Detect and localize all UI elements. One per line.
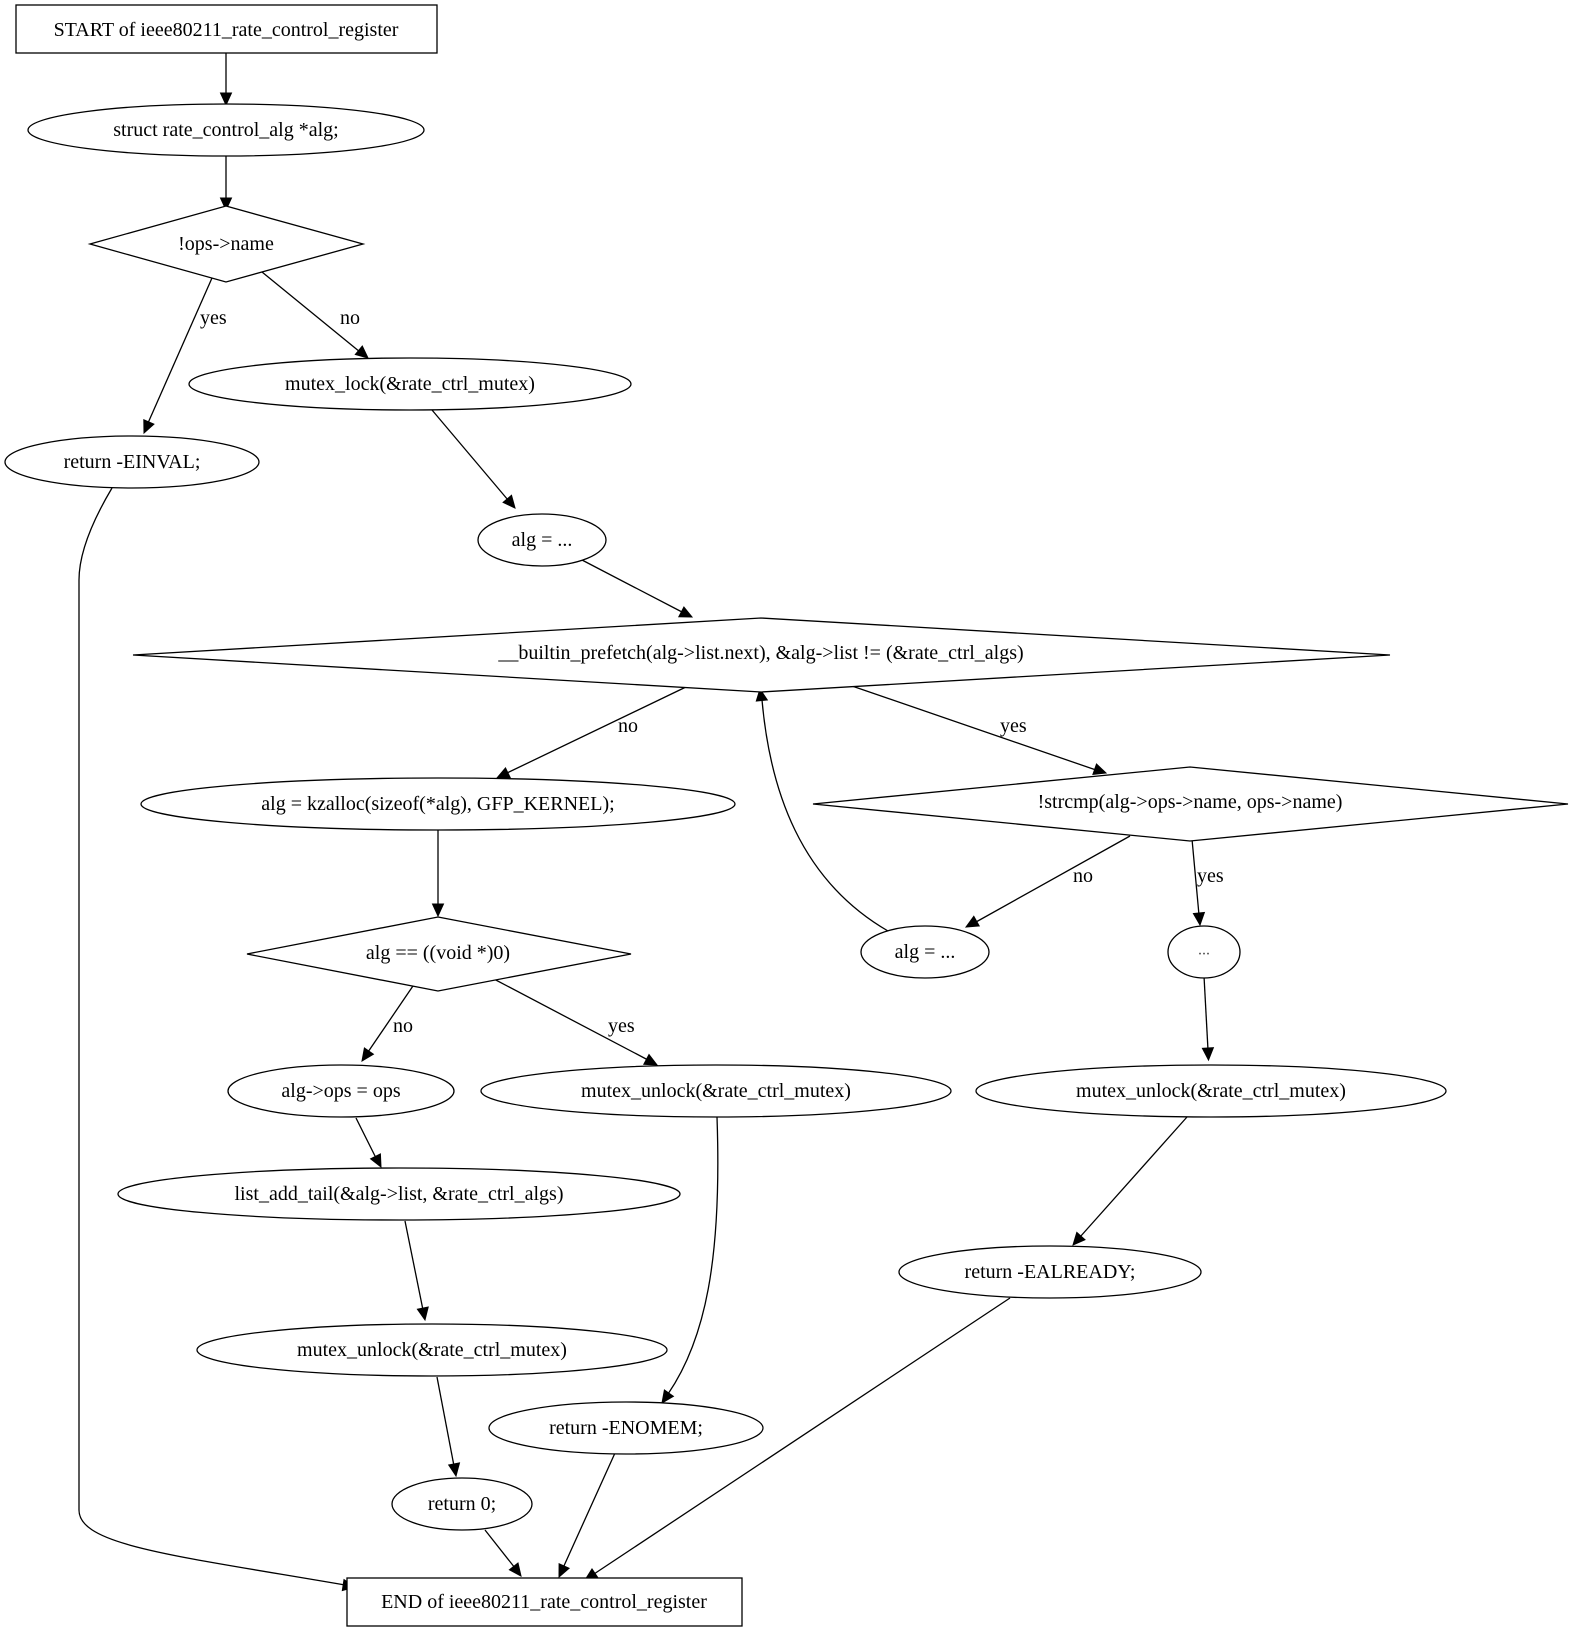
edge-label-check-no: no bbox=[340, 307, 360, 329]
node-alg-init: alg = ... bbox=[477, 513, 607, 567]
node-list-add: list_add_tail(&alg->list, &rate_ctrl_alg… bbox=[117, 1167, 681, 1221]
node-loop-cond-label: __builtin_prefetch(alg->list.next), &alg… bbox=[497, 642, 1023, 664]
arrowhead bbox=[143, 419, 155, 435]
edge-ealready-to-end bbox=[593, 1297, 1011, 1575]
node-mutex-lock-label: mutex_lock(&rate_ctrl_mutex) bbox=[285, 373, 535, 395]
edge-label-null-no: no bbox=[393, 1015, 413, 1037]
node-unlock-ok: mutex_unlock(&rate_ctrl_mutex) bbox=[196, 1323, 668, 1377]
edge-strcmp-no bbox=[975, 835, 1131, 923]
edge-einval-to-end bbox=[78, 487, 346, 1586]
arrowhead bbox=[508, 1562, 522, 1577]
edge-label-loop-yes: yes bbox=[1000, 715, 1027, 737]
edge-loop-no bbox=[506, 685, 689, 774]
node-alg-ops-label: alg->ops = ops bbox=[281, 1080, 400, 1102]
edge-unlock-to-return0 bbox=[436, 1376, 455, 1467]
edge-unlock-to-ealready bbox=[1079, 1116, 1188, 1238]
nodes: START of ieee80211_rate_control_register… bbox=[4, 4, 1569, 1627]
arrowhead bbox=[354, 345, 369, 359]
edge-null-yes bbox=[491, 977, 649, 1061]
node-strcmp-label: !strcmp(alg->ops->name, ops->name) bbox=[1038, 791, 1343, 813]
node-strcmp: !strcmp(alg->ops->name, ops->name) bbox=[812, 766, 1569, 842]
arrowhead bbox=[1092, 763, 1108, 775]
edge-algops-to-listadd bbox=[355, 1117, 377, 1159]
node-return-ealready-label: return -EALREADY; bbox=[965, 1261, 1136, 1283]
arrowhead bbox=[502, 494, 516, 509]
edge-strcmp-yes bbox=[1191, 838, 1200, 916]
node-alg-ops: alg->ops = ops bbox=[227, 1064, 455, 1118]
node-unlock-already-label: mutex_unlock(&rate_ctrl_mutex) bbox=[1076, 1080, 1346, 1102]
node-alg-null-label: alg == ((void *)0) bbox=[366, 942, 510, 964]
node-alg-null: alg == ((void *)0) bbox=[246, 916, 632, 992]
arrowhead bbox=[677, 606, 694, 618]
node-kzalloc: alg = kzalloc(sizeof(*alg), GFP_KERNEL); bbox=[140, 777, 736, 831]
node-list-add-label: list_add_tail(&alg->list, &rate_ctrl_alg… bbox=[235, 1183, 564, 1205]
edges bbox=[78, 53, 1215, 1592]
arrowhead bbox=[1072, 1231, 1086, 1246]
node-check-name-label: !ops->name bbox=[178, 233, 274, 255]
node-mutex-lock: mutex_lock(&rate_ctrl_mutex) bbox=[188, 357, 632, 411]
node-return-ealready: return -EALREADY; bbox=[898, 1245, 1202, 1299]
edge-label-strcmp-yes: yes bbox=[1197, 865, 1224, 887]
arrowhead bbox=[642, 1053, 659, 1066]
arrowhead bbox=[755, 687, 769, 702]
edge-labels: yes no no yes no yes no yes bbox=[200, 307, 1224, 1037]
node-unlock-ok-label: mutex_unlock(&rate_ctrl_mutex) bbox=[297, 1339, 567, 1361]
edge-unlock-to-enomem bbox=[667, 1116, 719, 1395]
node-end-label: END of ieee80211_rate_control_register bbox=[381, 1591, 707, 1613]
arrowhead bbox=[431, 903, 445, 918]
arrowhead bbox=[447, 1462, 461, 1478]
edge-loop-yes bbox=[851, 685, 1097, 771]
node-return-enomem: return -ENOMEM; bbox=[488, 1401, 764, 1455]
arrowhead bbox=[416, 1306, 429, 1322]
edge-algnext-back-to-loop bbox=[761, 699, 889, 932]
node-start: START of ieee80211_rate_control_register bbox=[15, 4, 438, 54]
edge-alginit-to-loop bbox=[581, 559, 683, 613]
arrowhead bbox=[558, 1563, 571, 1579]
edge-null-no bbox=[367, 982, 416, 1053]
node-loop-cond: __builtin_prefetch(alg->list.next), &alg… bbox=[132, 617, 1391, 693]
node-ellipsis: ... bbox=[1167, 925, 1241, 979]
node-return-einval-label: return -EINVAL; bbox=[64, 451, 201, 473]
arrowhead bbox=[661, 1389, 675, 1404]
node-kzalloc-label: alg = kzalloc(sizeof(*alg), GFP_KERNEL); bbox=[261, 793, 614, 815]
node-end: END of ieee80211_rate_control_register bbox=[346, 1577, 743, 1627]
arrowhead bbox=[1192, 911, 1206, 927]
edge-label-strcmp-no: no bbox=[1073, 865, 1093, 887]
edge-listadd-to-unlock bbox=[404, 1220, 424, 1311]
arrowhead bbox=[495, 766, 512, 779]
edge-lock-to-alginit bbox=[431, 409, 509, 501]
node-return-0-label: return 0; bbox=[428, 1493, 496, 1515]
node-alg-next-label: alg = ... bbox=[895, 941, 956, 963]
edge-return0-to-end bbox=[484, 1529, 516, 1569]
arrowhead bbox=[964, 915, 981, 928]
node-unlock-nomem-label: mutex_unlock(&rate_ctrl_mutex) bbox=[581, 1080, 851, 1102]
node-alg-init-label: alg = ... bbox=[512, 529, 573, 551]
edge-check-no bbox=[261, 271, 361, 353]
node-start-label: START of ieee80211_rate_control_register bbox=[54, 19, 399, 41]
edge-enomem-to-end bbox=[562, 1452, 616, 1569]
arrowhead bbox=[219, 197, 233, 212]
node-return-0: return 0; bbox=[391, 1477, 533, 1531]
node-decl-alg: struct rate_control_alg *alg; bbox=[27, 103, 425, 157]
node-unlock-already: mutex_unlock(&rate_ctrl_mutex) bbox=[975, 1064, 1447, 1118]
edge-label-check-yes: yes bbox=[200, 307, 227, 329]
arrowhead bbox=[361, 1047, 375, 1062]
node-check-name: !ops->name bbox=[87, 205, 366, 283]
edge-label-loop-no: no bbox=[618, 715, 638, 737]
arrowhead bbox=[1201, 1047, 1215, 1062]
edge-ellipsis-to-unlock bbox=[1203, 975, 1209, 1051]
arrowhead bbox=[369, 1153, 382, 1169]
edge-check-yes bbox=[147, 277, 213, 424]
node-unlock-nomem: mutex_unlock(&rate_ctrl_mutex) bbox=[480, 1064, 952, 1118]
node-ellipsis-label: ... bbox=[1198, 942, 1210, 959]
node-return-einval: return -EINVAL; bbox=[4, 435, 260, 489]
node-return-enomem-label: return -ENOMEM; bbox=[549, 1417, 703, 1439]
node-decl-alg-label: struct rate_control_alg *alg; bbox=[113, 119, 338, 141]
edge-label-null-yes: yes bbox=[608, 1015, 635, 1037]
arrowhead bbox=[219, 92, 233, 107]
node-alg-next: alg = ... bbox=[860, 925, 990, 979]
